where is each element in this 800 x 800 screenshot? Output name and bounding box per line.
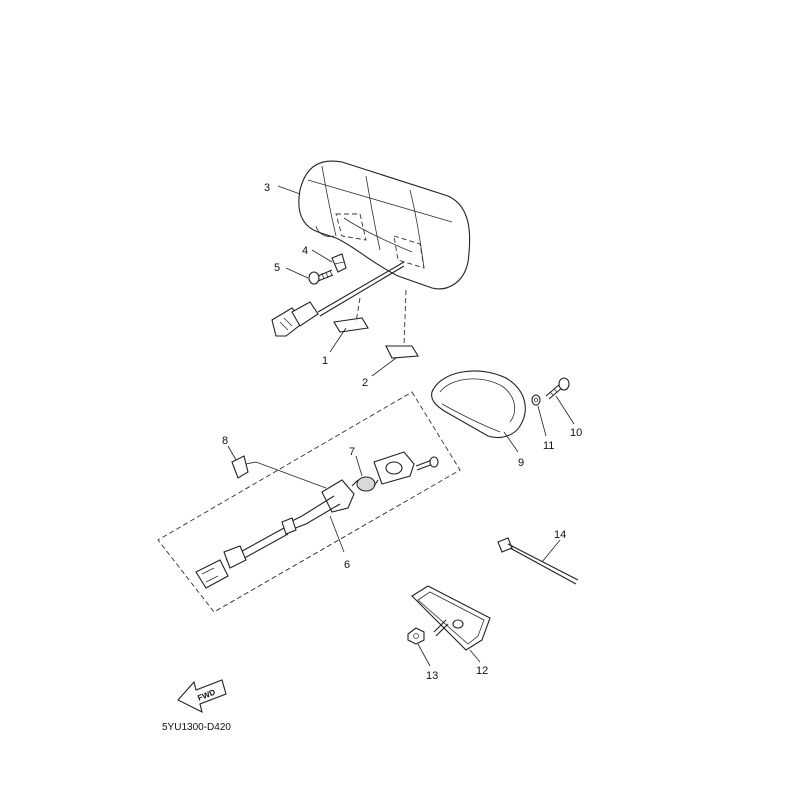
- cable-tie-part: [497, 537, 579, 585]
- bulb-part: [351, 476, 379, 492]
- callout-12: 12: [476, 665, 488, 677]
- callout-5: 5: [274, 262, 280, 274]
- screw-10-part: [545, 377, 570, 400]
- wire-harness-part: [271, 261, 405, 337]
- callout-9: 9: [518, 457, 524, 469]
- leader-lines: [227, 185, 575, 667]
- lens-part: [431, 370, 526, 439]
- assembly-6-boundary: [157, 391, 461, 613]
- pad-2-part: [385, 289, 419, 359]
- screw-part: [308, 269, 334, 285]
- callout-14: 14: [554, 529, 566, 541]
- callout-11: 11: [543, 440, 554, 452]
- callout-3: 3: [264, 182, 270, 194]
- callout-7: 7: [349, 446, 355, 458]
- callout-8: 8: [222, 435, 228, 447]
- callout-10: 10: [570, 427, 582, 439]
- clip-8-part: [231, 455, 327, 489]
- bracket-part: [373, 451, 439, 485]
- callout-6: 6: [344, 559, 350, 571]
- callout-13: 13: [426, 670, 438, 682]
- washer-part: [531, 394, 541, 406]
- drawing-code: 5YU1300-D420: [162, 722, 231, 733]
- fwd-arrow-icon: FWD: [177, 679, 227, 714]
- nut-part: [407, 627, 425, 645]
- callout-2: 2: [362, 377, 368, 389]
- tail-cover-part: [298, 160, 471, 290]
- clip-part: [331, 253, 347, 273]
- callout-4: 4: [302, 245, 308, 257]
- socket-cord-part: [195, 479, 355, 589]
- reflector-part: [411, 585, 491, 651]
- pad-1-part: [333, 297, 369, 333]
- callout-1: 1: [322, 355, 328, 367]
